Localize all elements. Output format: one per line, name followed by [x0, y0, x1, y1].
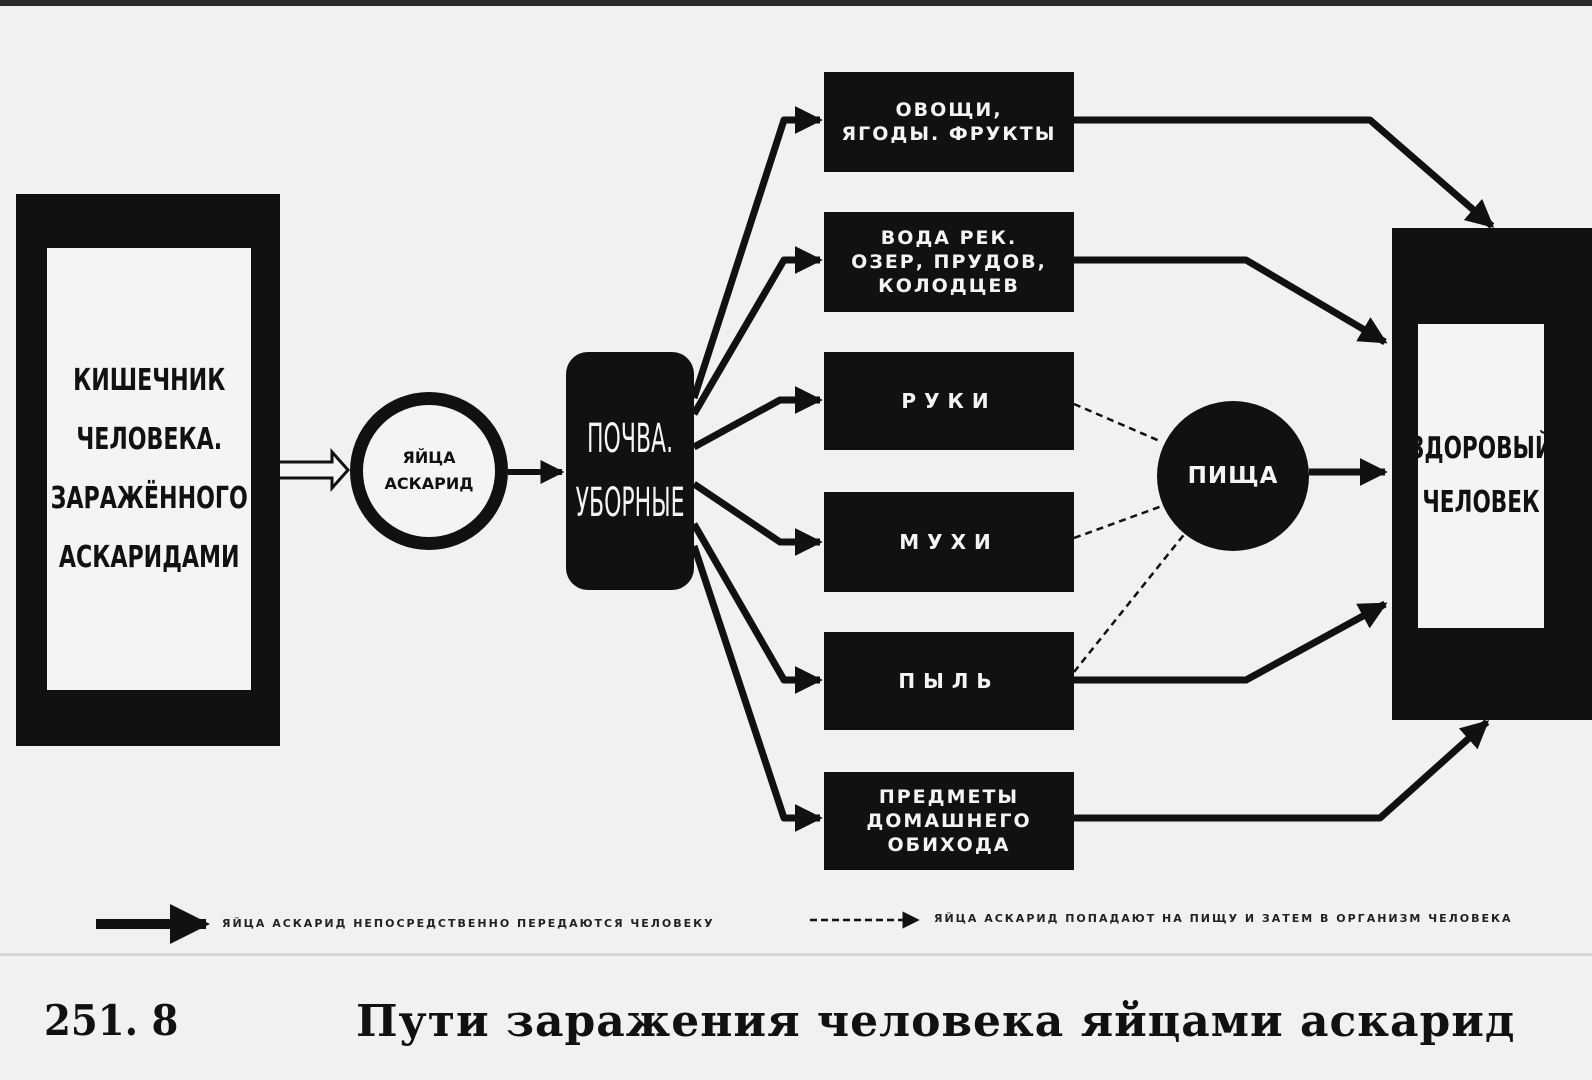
vector-household: ПРЕДМЕТЫ ДОМАШНЕГО ОБИХОДА [824, 772, 1074, 870]
target-person-label: ЗДОРОВЫЙ ЧЕЛОВЕК [1409, 431, 1553, 520]
arrow-soil-to-vegetables [690, 106, 823, 400]
arrow-soil-to-water [690, 246, 823, 416]
arrow-soil-to-household [690, 544, 823, 832]
source-intestine-label: КИШЕЧНИК ЧЕЛОВЕКА. ЗАРАЖЁННОГО АСКАРИДАМ… [50, 363, 248, 575]
arrow-water-to-person [1074, 256, 1388, 346]
arrow-soil-to-hands [692, 386, 823, 451]
arrow-soil-to-dust [690, 522, 823, 694]
dashed-hands-to-food [1073, 402, 1163, 444]
food-label: ПИЩА [1187, 463, 1279, 489]
soil-node: ПОЧВА. УБОРНЫЕ [566, 352, 694, 590]
legend-solid-text: ЯЙЦА АСКАРИД НЕПОСРЕДСТВЕННО ПЕРЕДАЮТСЯ … [222, 917, 715, 930]
target-person-frame: ЗДОРОВЫЙ ЧЕЛОВЕК [1392, 228, 1592, 720]
vector-household-label: ПРЕДМЕТЫ ДОМАШНЕГО ОБИХОДА [866, 786, 1032, 856]
arrow-dust-to-person [1074, 600, 1388, 684]
eggs-node: ЯЙЦА АСКАРИД [350, 392, 508, 550]
arrow-soil-to-flies [692, 481, 823, 556]
vector-dust-label: ПЫЛЬ [898, 669, 1000, 693]
dashed-dust-to-food [1073, 531, 1187, 673]
vector-dust: ПЫЛЬ [824, 632, 1074, 730]
vector-water: ВОДА РЕК. ОЗЕР, ПРУДОВ, КОЛОДЦЕВ [824, 212, 1074, 312]
vector-water-label: ВОДА РЕК. ОЗЕР, ПРУДОВ, КОЛОДЦЕВ [851, 227, 1047, 297]
vector-vegetables: ОВОЩИ, ЯГОДЫ. ФРУКТЫ [824, 72, 1074, 172]
arrow-household-to-person [1074, 719, 1490, 822]
arrow-vegetables-to-person [1074, 116, 1495, 229]
vector-flies: МУХИ [824, 492, 1074, 592]
vector-flies-label: МУХИ [899, 530, 999, 554]
vector-hands: РУКИ [824, 352, 1074, 450]
vector-hands-label: РУКИ [901, 389, 997, 413]
caption-divider [0, 953, 1592, 956]
slide-number: 251. 8 [44, 996, 179, 1045]
slide-caption: Пути заражения человека яйцами аскарид [356, 996, 1516, 1047]
eggs-label: ЯЙЦА АСКАРИД [384, 448, 474, 493]
legend-dashed-text: ЯЙЦА АСКАРИД ПОПАДАЮТ НА ПИЩУ И ЗАТЕМ В … [934, 912, 1513, 925]
target-person-panel: ЗДОРОВЫЙ ЧЕЛОВЕК [1409, 324, 1553, 628]
hollow-arrow-source-to-eggs [252, 448, 351, 492]
top-border [0, 0, 1592, 6]
food-node: ПИЩА [1157, 401, 1309, 551]
vector-vegetables-label: ОВОЩИ, ЯГОДЫ. ФРУКТЫ [841, 99, 1057, 145]
dashed-flies-to-food [1073, 504, 1163, 540]
source-intestine-frame: КИШЕЧНИК ЧЕЛОВЕКА. ЗАРАЖЁННОГО АСКАРИДАМ… [16, 194, 280, 746]
source-intestine-panel: КИШЕЧНИК ЧЕЛОВЕКА. ЗАРАЖЁННОГО АСКАРИДАМ… [47, 248, 251, 690]
soil-label: ПОЧВА. УБОРНЫЕ [575, 416, 685, 526]
